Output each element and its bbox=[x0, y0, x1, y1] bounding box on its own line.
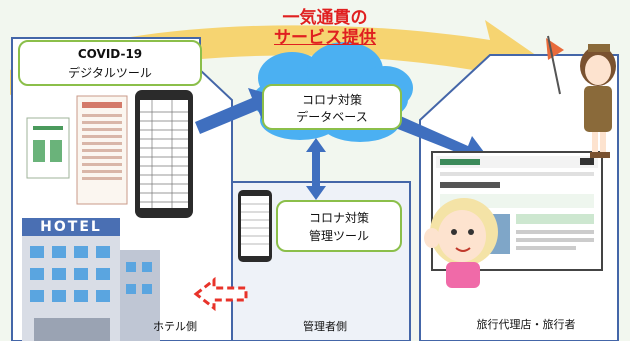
admin-tool-line1: コロナ対策 bbox=[308, 211, 369, 225]
zone-label-agency: 旅行代理店・旅行者 bbox=[476, 318, 576, 331]
covid-tool-box: COVID-19 デジタルツール bbox=[18, 40, 202, 86]
hotel-sign: HOTEL bbox=[40, 219, 102, 235]
hotel-building bbox=[22, 218, 160, 341]
headline: 一気通貫の サービス提供 bbox=[270, 8, 380, 48]
headline-line1: 一気通貫の bbox=[282, 8, 368, 28]
covid-tool-line2: デジタルツール bbox=[68, 66, 152, 80]
database-line1: コロナ対策 bbox=[301, 93, 362, 107]
arrow-phone-to-database bbox=[195, 88, 276, 134]
zone-label-admin: 管理者側 bbox=[303, 320, 347, 333]
admin-tool-box: コロナ対策 管理ツール bbox=[276, 200, 402, 252]
red-left-arrow bbox=[193, 276, 248, 312]
arrow-database-admin bbox=[306, 138, 326, 200]
tour-guide-character bbox=[546, 35, 616, 158]
admin-tool-line2: 管理ツール bbox=[308, 229, 369, 243]
zone-label-hotel: ホテル側 bbox=[153, 320, 197, 333]
database-line2: データベース bbox=[296, 110, 368, 124]
traveler-character bbox=[424, 198, 498, 288]
headline-line2: サービス提供 bbox=[274, 28, 376, 48]
covid-tool-line1: COVID-19 bbox=[77, 47, 143, 61]
database-box: コロナ対策 データベース bbox=[262, 84, 402, 130]
